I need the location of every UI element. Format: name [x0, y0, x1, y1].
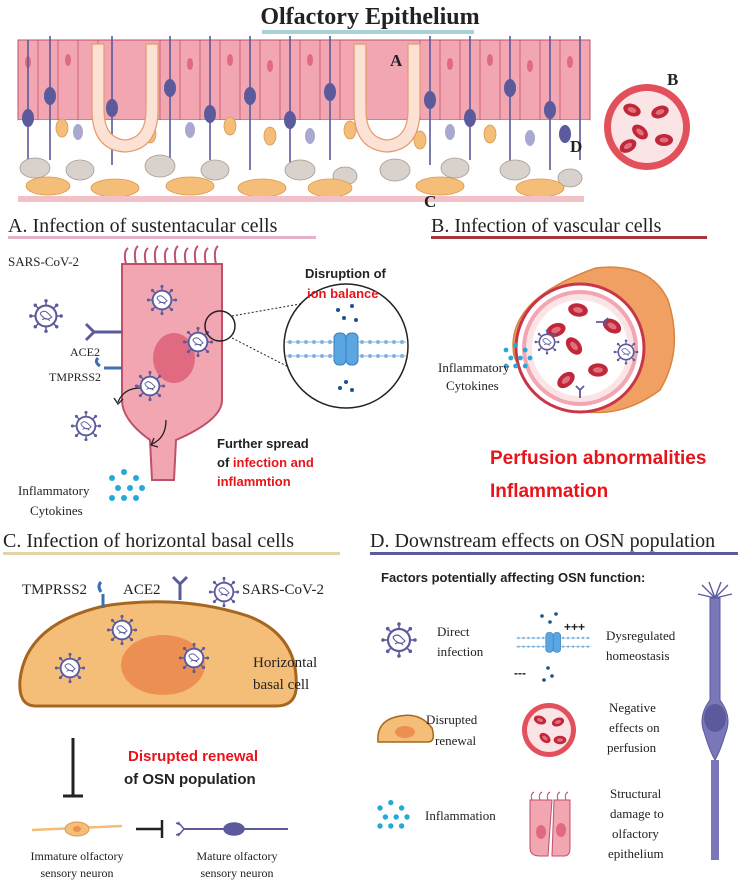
- panel-a-tmprss2-label: TMPRSS2: [49, 370, 101, 384]
- region-label-b: B: [667, 70, 678, 89]
- panel-a-disruption-line2: ion balance: [307, 286, 379, 301]
- spread-line2-black: of: [217, 455, 233, 470]
- panel-a-spread-line3: inflammtion: [217, 474, 291, 489]
- vessel-cross-section: [512, 266, 676, 414]
- immature-neuron-line1: Immature olfactory: [31, 849, 124, 863]
- panel-d: D. Downstream effects on OSN population …: [370, 530, 738, 861]
- epithelium-tissue: [17, 36, 591, 202]
- factor-renewal-line1: Disrupted: [426, 712, 478, 727]
- main-title-underline: [262, 30, 474, 34]
- region-label-d: D: [570, 137, 582, 156]
- panel-a-cytokines-line2: Cytokines: [30, 503, 83, 518]
- panel-b-effect-line1: Perfusion abnormalities: [490, 448, 706, 469]
- factor-structural-line2: damage to: [610, 806, 664, 821]
- olfactory-neuron-icon: [697, 581, 733, 860]
- main-title: Olfactory Epithelium: [260, 4, 479, 30]
- spread-line2-red: infection and: [233, 455, 314, 470]
- zoom-circle: [204, 310, 236, 342]
- panel-d-title: D. Downstream effects on OSN population: [370, 530, 715, 552]
- panel-c-renewal-line2: of OSN population: [124, 771, 256, 788]
- direct-infection-icon: [380, 621, 418, 659]
- mature-neuron-icon: [175, 821, 288, 837]
- epithelium-section: Olfactory Epithelium: [17, 4, 690, 211]
- panel-c-sars-icon: [207, 575, 241, 609]
- panel-b-title: B. Infection of vascular cells: [431, 215, 662, 237]
- panel-c-ace2-icon: [171, 575, 189, 600]
- disrupted-renewal-icon: [377, 714, 435, 743]
- dysregulation-channel-icon: [515, 612, 591, 682]
- structural-damage-icon: [529, 791, 571, 857]
- inhibition-arrow-vertical: [63, 738, 83, 798]
- spread-arrows: [113, 387, 167, 448]
- factor-direct-line1: Direct: [437, 624, 470, 639]
- mature-neuron-line1: Mature olfactory: [197, 849, 278, 863]
- ace2-receptor-icon: [84, 322, 122, 342]
- immature-neuron-line2: sensory neuron: [41, 866, 114, 880]
- panel-a: A. Infection of sustentacular cells SARS…: [8, 215, 409, 518]
- panel-a-disruption-line1: Disruption of: [305, 266, 387, 281]
- virus-icon: [69, 409, 103, 443]
- panel-a-spread-line2: of infection and: [217, 455, 314, 470]
- factor-direct-line2: infection: [437, 644, 484, 659]
- panel-b: B. Infection of vascular cells Inflammat…: [431, 215, 707, 502]
- panel-c-renewal-line1: Disrupted renewal: [128, 748, 258, 765]
- inhibition-arrow-horizontal: [136, 820, 164, 838]
- panel-a-sars-label: SARS-CoV-2: [8, 254, 79, 269]
- factor-perfusion-line3: perfusion: [607, 740, 657, 755]
- horizontal-basal-cell: [18, 600, 298, 708]
- panel-a-cytokines-line1: Inflammatory: [18, 483, 90, 498]
- panel-a-title: A. Infection of sustentacular cells: [8, 215, 278, 237]
- panel-c-cell-line2: basal cell: [253, 677, 309, 693]
- immature-neuron-icon: [31, 821, 123, 837]
- panel-c: C. Infection of horizontal basal cells T…: [3, 530, 340, 880]
- panel-a-spread-line1: Further spread: [217, 436, 309, 451]
- panel-c-ace2-label: ACE2: [123, 582, 161, 598]
- region-label-c: C: [424, 192, 436, 211]
- panel-c-cell-line1: Horizontal: [253, 655, 317, 671]
- factor-structural-line1: Structural: [610, 786, 662, 801]
- perfusion-icon: [522, 703, 576, 757]
- panel-c-sars-label: SARS-CoV-2: [242, 582, 324, 598]
- factor-perfusion-line2: effects on: [609, 720, 660, 735]
- panel-a-underline: [8, 236, 316, 239]
- factor-dysreg-line2: homeostasis: [606, 648, 670, 663]
- factor-dysreg-line1: Dysregulated: [606, 628, 676, 643]
- factor-inflammation: Inflammation: [425, 808, 496, 823]
- sars-cov-2-icon: [28, 298, 64, 334]
- region-label-a: A: [390, 51, 403, 70]
- ion-channel-magnified: [283, 283, 409, 409]
- panel-b-effect-line2: Inflammation: [490, 481, 608, 502]
- panel-a-ace2-label: ACE2: [70, 345, 100, 359]
- panel-b-underline: [431, 236, 707, 239]
- minus-marks: ---: [514, 666, 526, 680]
- panel-c-underline: [3, 552, 340, 555]
- panel-c-tmprss2-label: TMPRSS2: [22, 582, 87, 598]
- blood-vessel-icon: [604, 84, 690, 170]
- factor-renewal-line2: renewal: [435, 733, 477, 748]
- panel-d-underline: [370, 552, 738, 555]
- panel-c-title: C. Infection of horizontal basal cells: [3, 530, 294, 552]
- plus-marks: +++: [564, 620, 585, 634]
- inflammation-icon: [377, 799, 410, 829]
- panel-b-cytokines-line2: Cytokines: [446, 378, 499, 393]
- panel-d-subtitle: Factors potentially affecting OSN functi…: [381, 570, 645, 585]
- factor-structural-line3: olfactory: [612, 826, 659, 841]
- panel-c-tmprss2-icon: [97, 580, 105, 608]
- panel-b-cytokines-line1: Inflammatory: [438, 360, 510, 375]
- factor-perfusion-line1: Negative: [609, 700, 656, 715]
- mature-neuron-line2: sensory neuron: [201, 866, 274, 880]
- sustentacular-cell: [121, 245, 223, 481]
- cytokines-icon: [109, 469, 145, 501]
- tmprss2-icon: [94, 356, 122, 370]
- factor-structural-line4: epithelium: [608, 846, 664, 861]
